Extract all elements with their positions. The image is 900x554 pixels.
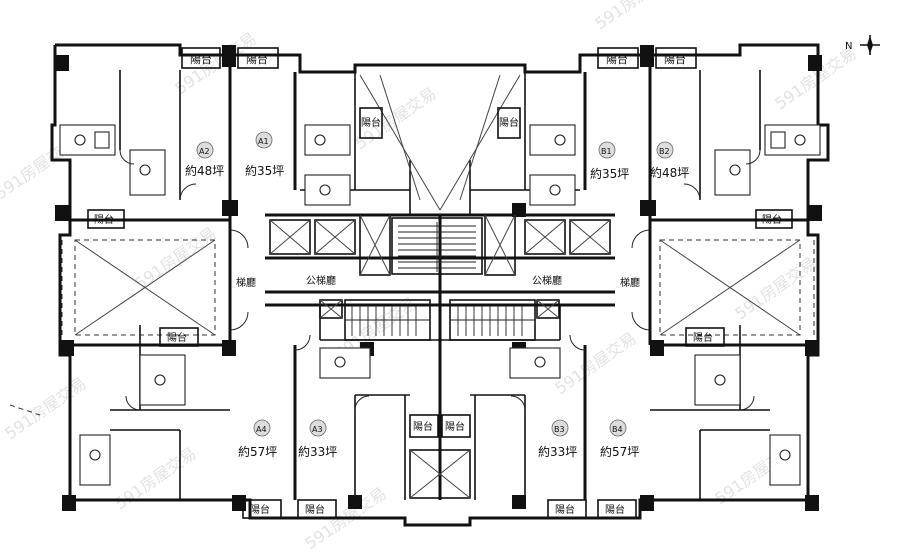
unit-code: B3 <box>554 425 565 434</box>
unit-a3: A3 約33坪 <box>298 419 337 459</box>
unit-area: 約48坪 <box>185 163 224 178</box>
balconies: 陽台 陽台 陽台 陽台 陽台 陽台 陽台 陽台 陽台 陽台 陽台 陽台 陽台 陽… <box>87 47 793 519</box>
unit-code: A4 <box>256 425 267 434</box>
balcony-label: 陽台 <box>499 116 519 129</box>
structural-columns <box>55 45 822 511</box>
watermark-text: 591房屋交易 <box>731 253 819 323</box>
unit-code: A1 <box>258 137 269 146</box>
balcony-label: 陽台 <box>361 116 381 129</box>
balcony-label: 陽台 <box>445 420 465 433</box>
balcony-label: 陽台 <box>305 503 325 516</box>
balcony-label: 陽台 <box>555 503 575 516</box>
balcony-label: 陽台 <box>190 52 212 66</box>
unit-labels-bottom: A4 約57坪 A3 約33坪 B3 約33坪 B4 約57坪 <box>238 419 639 459</box>
compass-label: N <box>845 41 852 52</box>
public-corridor-label: 公梯廳 <box>532 274 562 287</box>
unit-area: 約48坪 <box>650 165 689 180</box>
unit-area: 約33坪 <box>298 444 337 459</box>
doors <box>119 149 761 411</box>
balcony-label: 陽台 <box>762 213 782 226</box>
unit-code: A2 <box>199 147 210 156</box>
unit-a2: A2 約48坪 <box>185 141 224 178</box>
balcony-label: 陽台 <box>413 420 433 433</box>
watermark-text: 591房屋交易 <box>131 223 219 293</box>
fixtures <box>59 124 821 486</box>
watermark-text: 591房屋交易 <box>111 443 199 513</box>
unit-b2: B2 約48坪 <box>650 141 689 180</box>
compass-icon: N <box>845 35 880 55</box>
unit-b3: B3 約33坪 <box>538 419 577 459</box>
exterior-dashes <box>9 240 815 416</box>
stairs <box>344 217 536 341</box>
watermark-text: 591房屋交易 <box>771 43 859 113</box>
unit-b4: B4 約57坪 <box>600 419 639 459</box>
unit-labels-top: A2 約48坪 A1 約35坪 B1 約35坪 B2 約48坪 <box>185 131 689 181</box>
unit-area: 約57坪 <box>238 444 277 459</box>
unit-code: B4 <box>612 425 623 434</box>
unit-area: 約57坪 <box>600 444 639 459</box>
watermark-text: 591房屋交易 <box>1 373 89 443</box>
public-corridor-label: 公梯廳 <box>306 274 336 287</box>
balcony-label: 陽台 <box>664 52 686 66</box>
corridor-labels: 梯廳 梯廳 公梯廳 公梯廳 <box>236 274 640 289</box>
balcony-label: 陽台 <box>167 331 187 344</box>
elevator-hall-label: 梯廳 <box>620 276 640 289</box>
core-corridor <box>265 213 615 341</box>
balcony-label: 陽台 <box>250 503 270 516</box>
light-wells <box>74 74 801 499</box>
unit-code: B1 <box>601 147 612 156</box>
balcony-label: 陽台 <box>693 331 713 344</box>
elevator-hall-label: 梯廳 <box>236 276 256 289</box>
unit-code: A3 <box>312 425 323 434</box>
watermark-text: 591房屋交易 <box>591 0 679 33</box>
unit-area: 約35坪 <box>245 163 284 178</box>
balcony-label: 陽台 <box>246 52 268 66</box>
balcony-label: 陽台 <box>605 503 625 516</box>
elevators <box>269 214 611 319</box>
unit-area: 約33坪 <box>538 444 577 459</box>
unit-code: B2 <box>659 147 670 156</box>
unit-a1: A1 約35坪 <box>245 131 284 178</box>
balcony-label: 陽台 <box>606 52 628 66</box>
balcony-label: 陽台 <box>94 213 114 226</box>
unit-b1: B1 約35坪 <box>590 141 629 181</box>
unit-area: 約35坪 <box>590 166 629 181</box>
unit-a4: A4 約57坪 <box>238 419 277 459</box>
interior-walls <box>70 55 808 500</box>
watermark-text: 591房屋交易 <box>551 328 639 398</box>
